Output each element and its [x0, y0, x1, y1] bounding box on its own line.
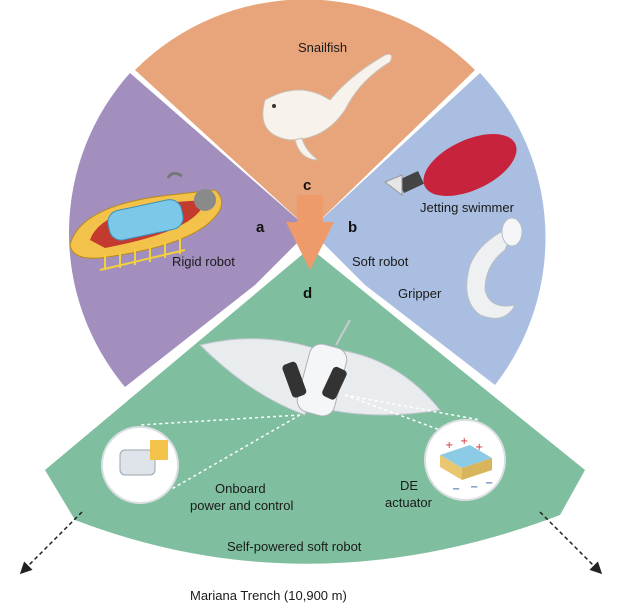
rigid-robot-label: Rigid robot — [172, 254, 235, 269]
left-down-arrow — [19, 511, 83, 575]
snailfish-illustration — [262, 53, 393, 161]
gripper-label: Gripper — [398, 286, 442, 301]
rigid-robot-illustration — [69, 171, 223, 271]
de-label-line2: actuator — [385, 495, 433, 510]
right-down-arrow — [539, 511, 603, 575]
svg-text:+: + — [460, 436, 468, 447]
soft-robot-label: Soft robot — [352, 254, 409, 269]
onboard-power-callout — [101, 426, 179, 504]
svg-text:−: − — [452, 484, 460, 495]
center-arrow — [286, 222, 334, 270]
panel-b-label: b — [348, 219, 357, 236]
onboard-label-line2: power and control — [190, 498, 293, 513]
soft-robot-illustration — [199, 319, 441, 417]
gripper-illustration — [466, 217, 523, 319]
svg-text:−: − — [470, 482, 478, 493]
jetting-swimmer-label: Jetting swimmer — [420, 200, 515, 215]
panel-d-label: d — [303, 285, 312, 302]
panel-a-label: a — [256, 219, 265, 236]
snailfish-label: Snailfish — [298, 40, 347, 55]
callout-lines — [139, 394, 481, 491]
svg-text:+: + — [445, 440, 453, 451]
svg-text:−: − — [485, 478, 493, 489]
onboard-label-line1: Onboard — [215, 481, 266, 496]
de-label-line1: DE — [400, 478, 418, 493]
self-powered-label: Self-powered soft robot — [227, 539, 362, 554]
mariana-trench-label: Mariana Trench (10,900 m) — [190, 588, 347, 603]
de-actuator-callout: +++ −−− — [424, 419, 506, 501]
svg-text:+: + — [475, 442, 483, 453]
center-arrow-stem — [297, 195, 323, 225]
jetting-swimmer-illustration — [384, 134, 517, 197]
panel-c-label: c — [303, 177, 311, 194]
